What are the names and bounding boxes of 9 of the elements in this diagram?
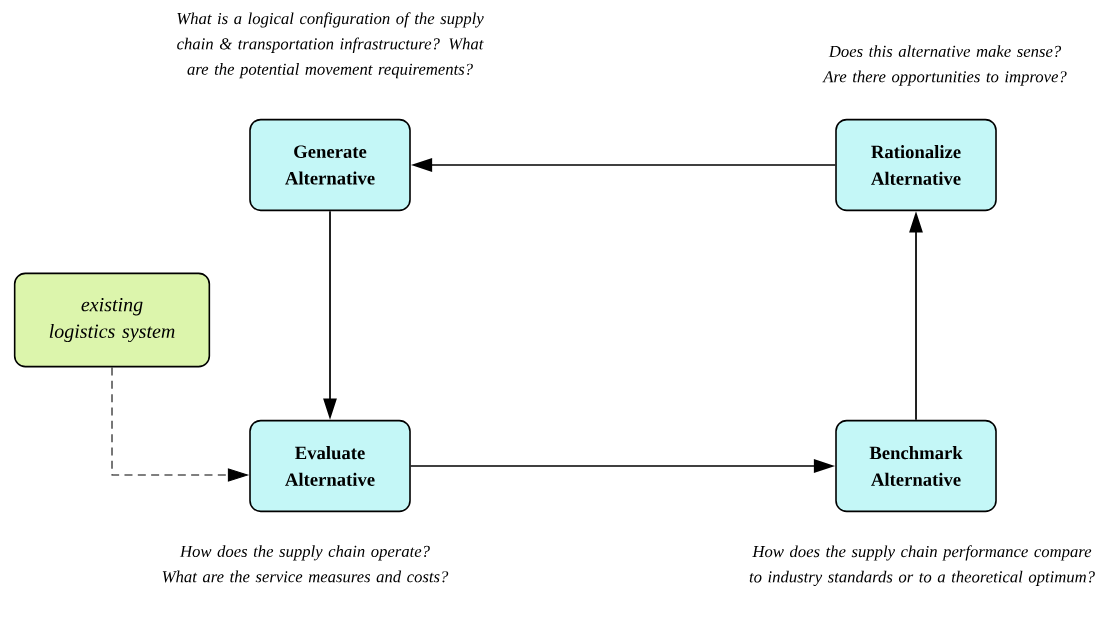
rounded-box: Rationalize Alternative xyxy=(835,118,997,212)
rounded-box: existing logistics system xyxy=(13,272,211,368)
question-text: How does the supply chain performance compare to industry standards or to a theoretical optimum? xyxy=(749,545,1095,586)
rounded-box: Evaluate Alternative xyxy=(249,419,411,513)
question-text: What is a logical configuration of the supply chain & transportation infrastructure? What are the potential movement requirements? xyxy=(177,12,484,79)
question-text: Does this alternative make sense? Are there opportunities to improve? xyxy=(822,45,1067,86)
rounded-box: Generate Alternative xyxy=(249,118,411,212)
rounded-box: Benchmark Alternative xyxy=(835,419,997,513)
question-text: How does the supply chain operate? What are the service measures and costs? xyxy=(162,545,449,583)
